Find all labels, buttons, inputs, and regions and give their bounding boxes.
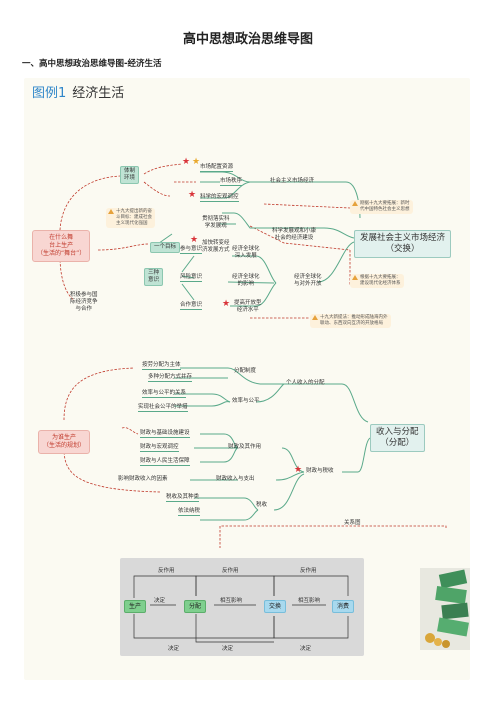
relation-top-label: 反作用 bbox=[222, 568, 239, 574]
dist-item: 按劳分配为主体 bbox=[142, 362, 181, 370]
finance-item: 财政与宏观调控 bbox=[140, 444, 179, 452]
relation-top-label: 反作用 bbox=[300, 568, 317, 574]
note-economy-system: 根据十九大要拓展：建设现代化经济体系 bbox=[350, 274, 404, 288]
star-icon: ★ bbox=[182, 157, 191, 167]
distribution-node: 分配制度 bbox=[234, 368, 257, 374]
relation-bottom-label: 决定 bbox=[168, 646, 180, 652]
star-icon: ★ bbox=[192, 157, 201, 167]
note-goal: 十九大提出新的奋斗目标：建成社会主义现代化强国 bbox=[106, 208, 155, 228]
relation-diagram: 反作用 反作用 反作用 生产 决定 分配 相互影响 交换 相互影响 消费 决定 … bbox=[120, 558, 364, 656]
opening-node: 经济全球化与对外开放 bbox=[294, 274, 322, 287]
goal-item: 贯彻落实科学发展观 bbox=[202, 216, 230, 229]
finance-factors: 影响财政收入的因素 bbox=[118, 476, 168, 482]
dist-item: 多种分配方式并存 bbox=[148, 374, 193, 382]
income-expense-node: 财政收入与支出 bbox=[216, 476, 255, 482]
finance-role-node: 财政及其作用 bbox=[228, 444, 262, 450]
finance-item: 财政与基础设施建设 bbox=[140, 430, 190, 438]
tax-item: 依法纳税 bbox=[178, 508, 201, 516]
relation-node-production: 生产 bbox=[124, 600, 147, 613]
three-awareness-node: 三种意识 bbox=[144, 268, 164, 286]
finance-tax-node: 财政与税收 bbox=[306, 468, 334, 474]
star-icon: ★ bbox=[294, 465, 303, 475]
star-icon: ★ bbox=[222, 299, 231, 309]
market-economy-big-node: 发展社会主义市场经济（交换） bbox=[354, 230, 452, 258]
income-distribution-big-node: 收入与分配（分配） bbox=[370, 424, 425, 452]
relation-node-exchange: 交换 bbox=[264, 600, 287, 613]
tax-node: 税收 bbox=[256, 502, 268, 508]
relation-bottom-label: 决定 bbox=[222, 646, 234, 652]
money-illustration bbox=[420, 568, 470, 650]
personal-income-node: 个人收入的分配 bbox=[286, 380, 325, 386]
relation-node-consumption: 消费 bbox=[332, 600, 355, 613]
market-economy-node: 社会主义市场经济 bbox=[270, 178, 315, 184]
env-item: 科学的宏观调控 bbox=[200, 194, 239, 202]
document-title: 高中思想政治思维导图 bbox=[182, 32, 313, 47]
glob-item: 经济全球化的影响 bbox=[232, 274, 260, 287]
relation-mid-label: 相互影响 bbox=[298, 598, 321, 604]
purpose-node: 为谁生产（生活的规划） bbox=[38, 430, 91, 454]
goal-node: 一个目标 bbox=[150, 242, 181, 253]
tax-item: 税收及其种类 bbox=[166, 494, 200, 502]
relation-node-distribution: 分配 bbox=[184, 600, 207, 613]
awareness-item: 参与意识 bbox=[180, 246, 203, 254]
eff-item: 效率与公平的关系 bbox=[142, 390, 187, 398]
relation-bottom-label: 决定 bbox=[300, 646, 312, 652]
env-item: 市场秩序 bbox=[220, 178, 243, 186]
finance-item: 财政与人民生活保障 bbox=[140, 458, 190, 466]
eff-item: 实现社会公平的举措 bbox=[138, 404, 188, 412]
star-icon: ★ bbox=[190, 235, 199, 245]
xiaokang-node: 科学发展观和小康社会的经济建设 bbox=[272, 228, 317, 241]
glob-item: 经济全球化深入发展 bbox=[232, 246, 260, 259]
connector-lines bbox=[59, 163, 447, 548]
glob-item: 提高开放型经济水平 bbox=[234, 300, 262, 313]
env-item: 市场配置资源 bbox=[200, 164, 234, 172]
relation-mid-label: 相互影响 bbox=[220, 598, 243, 604]
relation-arrows bbox=[133, 575, 349, 643]
participate-node: 积极参与国际经济竞争与合作 bbox=[70, 292, 98, 312]
star-icon: ★ bbox=[188, 190, 197, 200]
goal-item: 加快转变经济发展方式 bbox=[202, 240, 230, 253]
section-heading: 一、高中思想政治思维导图-经济生活 bbox=[22, 59, 162, 69]
note-thought: 刚据十九大要拓展：新时代中国特色社会主义思想 bbox=[350, 200, 413, 214]
relation-top-label: 反作用 bbox=[158, 568, 175, 574]
awareness-item: 合作意识 bbox=[180, 302, 203, 310]
note-opening: 十九大新提法：推动形成陆海内外联动、东西双向互济的开放格局 bbox=[310, 314, 391, 328]
awareness-item: 风险意识 bbox=[180, 274, 203, 282]
stage-node: 在什么舞台上生产（生活的“舞台”） bbox=[32, 230, 91, 262]
env-node: 体制环境 bbox=[120, 166, 140, 184]
efficiency-node: 效率与公平 bbox=[232, 398, 260, 404]
relation-label: 关系图 bbox=[344, 520, 361, 526]
relation-mid-label: 决定 bbox=[154, 598, 166, 604]
